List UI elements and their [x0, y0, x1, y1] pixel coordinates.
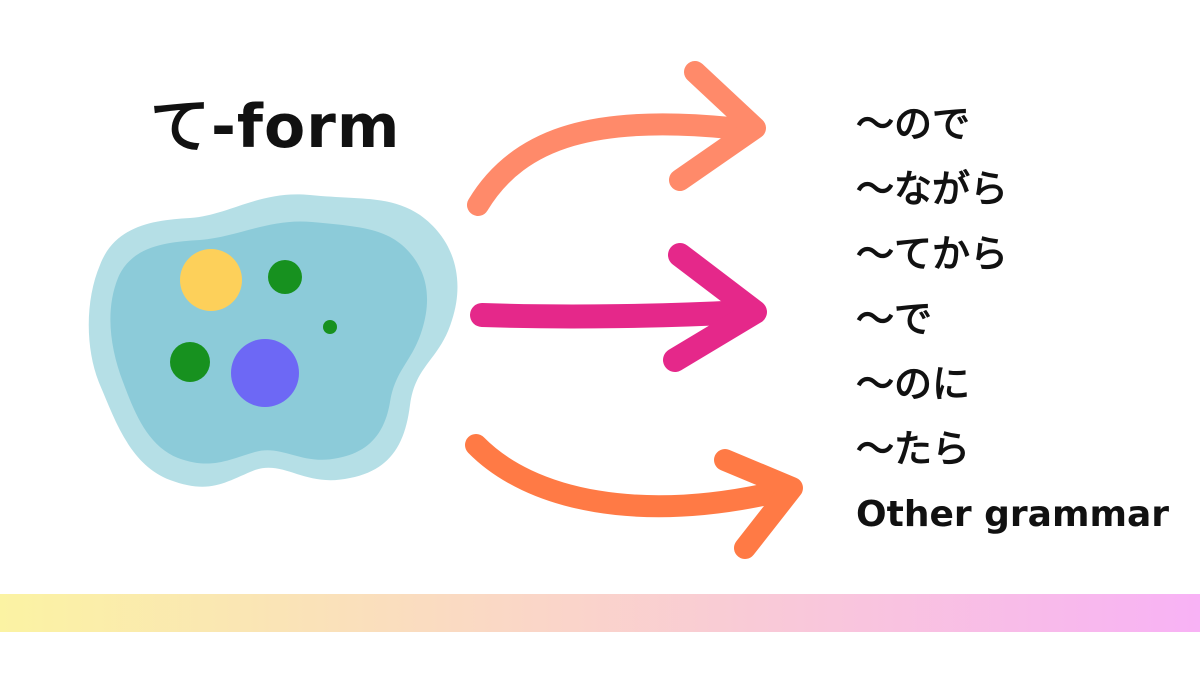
list-item: Other grammar: [856, 494, 1170, 535]
green-dot-left: [170, 342, 210, 382]
green-dot-top: [268, 260, 302, 294]
arrow-bottom: [465, 434, 803, 559]
grammar-list: 〜ので 〜ながら 〜てから 〜で 〜のに 〜たら Other grammar: [856, 92, 1169, 547]
list-item: 〜ながら: [856, 167, 1009, 211]
list-item: 〜たら: [856, 427, 971, 471]
arrow-top: [467, 61, 766, 216]
arrows: [465, 61, 803, 559]
yellow-dot: [180, 249, 242, 311]
purple-dot: [231, 339, 299, 407]
list-item: 〜のに: [856, 362, 971, 406]
arrow-middle: [470, 243, 767, 372]
list-item: 〜てから: [856, 232, 1009, 276]
list-item: 〜ので: [856, 102, 971, 146]
green-dot-small: [323, 320, 337, 334]
blob-illustration: [88, 194, 458, 487]
list-item: 〜で: [856, 297, 933, 341]
title: て-form: [150, 92, 401, 162]
gradient-bar: [0, 594, 1200, 632]
